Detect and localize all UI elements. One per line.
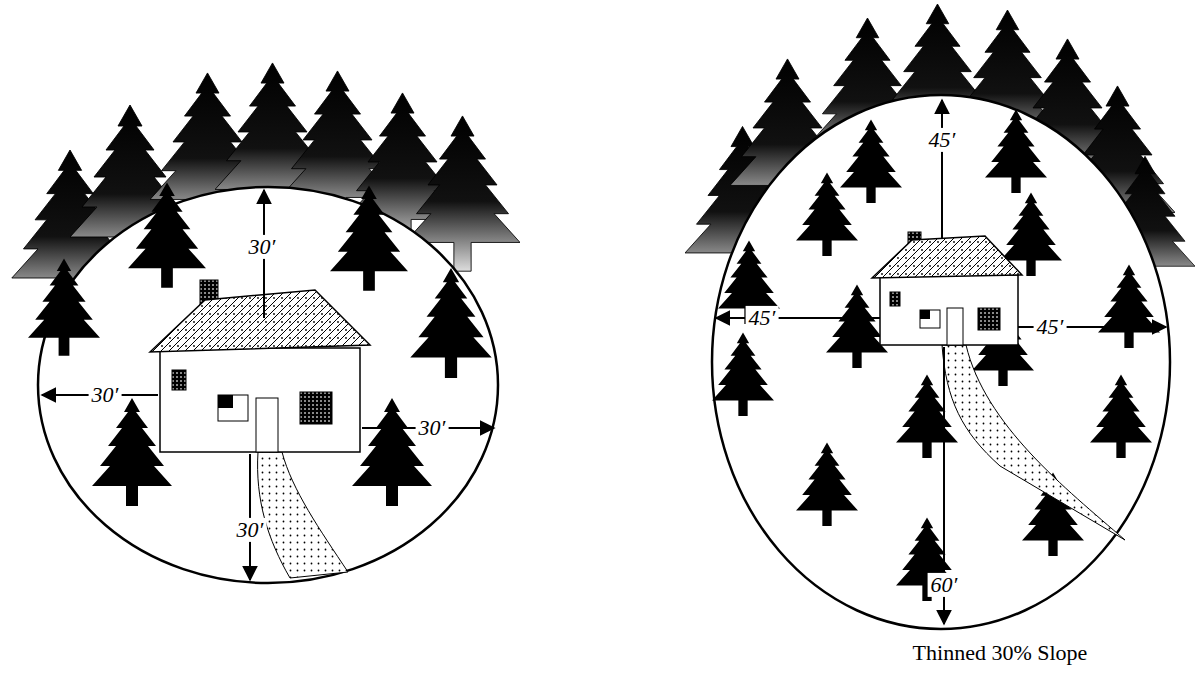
- dimension-label: 30′: [416, 416, 449, 440]
- dimension-label: 45′: [926, 128, 959, 152]
- dimension-label: 45′: [1034, 315, 1067, 339]
- dimension-label: 30′: [89, 383, 122, 407]
- dimension-label: 60′: [928, 573, 961, 597]
- figure-caption: Thinned 30% Slope: [910, 641, 1091, 665]
- dimension-label: 30′: [234, 518, 267, 542]
- dimension-label: 45′: [746, 306, 779, 330]
- dimension-label: 30′: [246, 235, 279, 259]
